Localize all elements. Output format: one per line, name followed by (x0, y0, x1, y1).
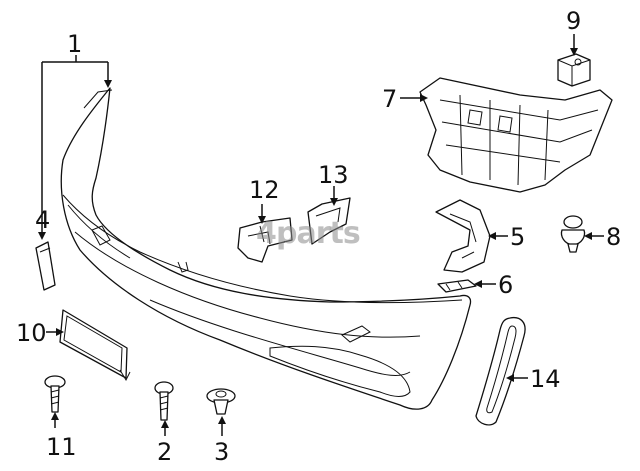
callout-number-10: 10 (16, 319, 47, 347)
bracket-part-13 (307, 197, 351, 245)
bumper-cover (60, 87, 472, 410)
callout-number-8: 8 (606, 223, 621, 251)
license-plate-base-part-10 (59, 309, 131, 382)
clip-part-6 (437, 279, 477, 293)
trim-strip-part-14 (475, 316, 526, 426)
callout-number-9: 9 (566, 7, 581, 35)
callout-number-14: 14 (530, 365, 561, 393)
callout-number-2: 2 (157, 438, 172, 466)
carrier-part-7 (419, 77, 613, 193)
side-bracket-part-4 (35, 241, 56, 291)
screw-part-2 (154, 381, 174, 421)
callout-number-4: 4 (35, 206, 50, 234)
bracket-part-5 (435, 199, 491, 273)
callout-number-6: 6 (498, 271, 513, 299)
callout-number-13: 13 (318, 161, 349, 189)
watermark-brand-a: 4 (256, 216, 276, 251)
push-clip-part-8 (560, 215, 586, 253)
callout-number-11: 11 (46, 433, 77, 461)
callout-number-1: 1 (67, 30, 82, 58)
clip-part-9 (557, 53, 591, 87)
callout-number-7: 7 (382, 85, 397, 113)
callout-number-3: 3 (214, 438, 229, 466)
callout-number-12: 12 (249, 176, 280, 204)
clip-part-3 (206, 388, 236, 415)
callout-number-5: 5 (510, 223, 525, 251)
watermark-brand-b: parts (276, 216, 360, 251)
bracket-part-12 (237, 217, 293, 263)
leader-lines (38, 34, 604, 436)
screw-part-11 (44, 375, 66, 413)
